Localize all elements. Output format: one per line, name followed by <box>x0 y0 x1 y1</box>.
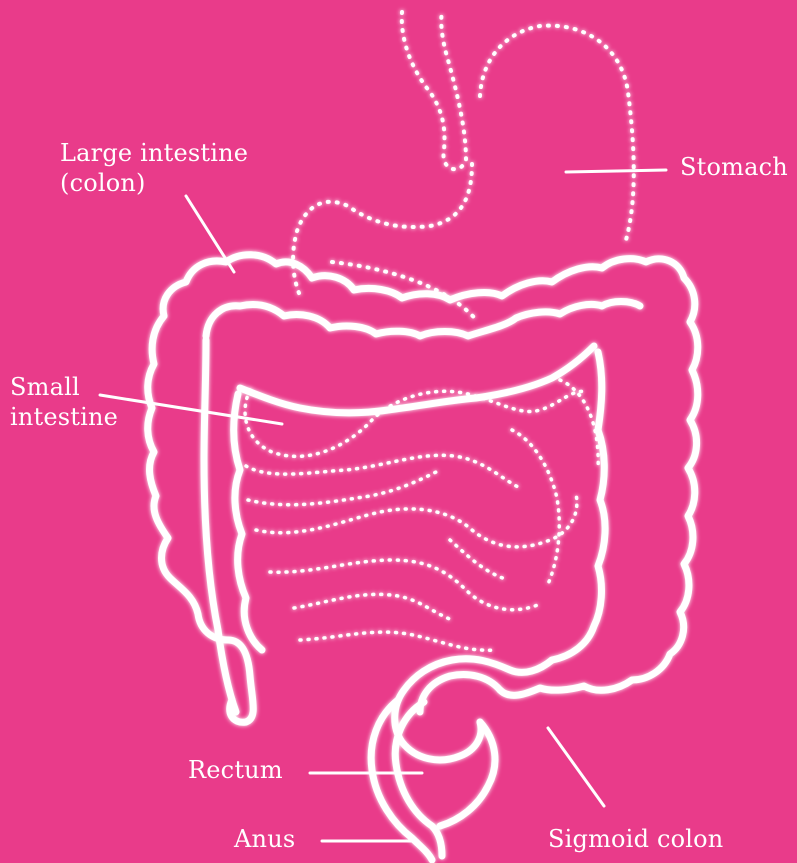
label-small-intestine: Small intestine <box>10 372 118 432</box>
stomach-outline <box>293 12 634 322</box>
label-large-intestine-line2: (colon) <box>60 168 248 198</box>
small-intestine-coils <box>245 380 598 650</box>
leader-sigmoid-colon <box>548 728 604 806</box>
label-large-intestine: Large intestine (colon) <box>60 138 248 198</box>
label-sigmoid-colon: Sigmoid colon <box>548 824 723 854</box>
label-anus: Anus <box>234 824 295 854</box>
label-rectum: Rectum <box>188 755 283 785</box>
label-stomach: Stomach <box>680 152 788 182</box>
label-small-intestine-line1: Small <box>10 372 118 402</box>
label-large-intestine-line1: Large intestine <box>60 138 248 168</box>
label-small-intestine-line2: intestine <box>10 402 118 432</box>
leader-stomach <box>566 170 666 172</box>
leader-small-intestine <box>100 395 282 424</box>
